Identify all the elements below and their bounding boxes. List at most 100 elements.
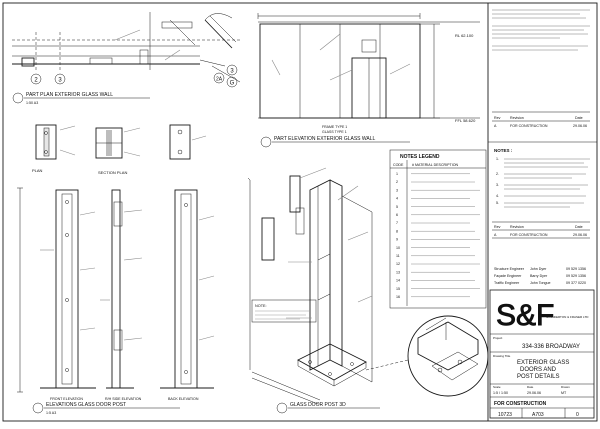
back-elevation-label: BACK ELEVATION bbox=[168, 397, 199, 401]
level-rl-top: RL 62.100 bbox=[455, 33, 474, 38]
legend-row: 6 bbox=[396, 213, 480, 217]
legend-code: 9 bbox=[396, 238, 398, 242]
svg-text:Date: Date bbox=[575, 225, 583, 229]
part-plan-view: 2 3 2A 3 G bbox=[12, 12, 241, 88]
frame-type-label: FRAME TYPE 1 bbox=[322, 125, 347, 129]
grid-bubble-2 bbox=[30, 73, 42, 85]
svg-text:# MATERIAL DESCRIPTION: # MATERIAL DESCRIPTION bbox=[412, 163, 459, 167]
part-elevation-view bbox=[257, 13, 480, 119]
legend-row: 3 bbox=[396, 188, 480, 192]
svg-text:Revision: Revision bbox=[510, 225, 524, 229]
svg-text:4.: 4. bbox=[496, 194, 499, 198]
front-elevation-label: FRONT ELEVATION bbox=[50, 397, 83, 401]
svg-text:STANDERTON & FRASER LTD: STANDERTON & FRASER LTD bbox=[546, 315, 589, 319]
legend-code: 14 bbox=[396, 279, 400, 283]
svg-text:PLAN: PLAN bbox=[32, 168, 43, 173]
svg-text:Structure Engineer: Structure Engineer bbox=[494, 267, 525, 271]
svg-text:Drawn: Drawn bbox=[561, 385, 570, 389]
revision-number: 0 bbox=[576, 412, 579, 418]
svg-text:SECTION PLAN: SECTION PLAN bbox=[98, 170, 127, 175]
drawn-value: MT bbox=[561, 391, 567, 395]
legend-code: 12 bbox=[396, 262, 400, 266]
svg-text:09 529 1356: 09 529 1356 bbox=[566, 267, 586, 271]
svg-text:Barry Dyer: Barry Dyer bbox=[530, 274, 548, 278]
svg-text:GLASS DOOR POST 3D: GLASS DOOR POST 3D bbox=[290, 402, 346, 408]
drawing-title-line-2: DOORS AND bbox=[520, 367, 557, 373]
revision-status-table: Rev Revision Date A FOR CONSTRUCTION 29.… bbox=[492, 221, 590, 239]
consultants-table: Structure Engineer John Dyer 09 529 1356… bbox=[494, 267, 586, 285]
legend-row: 11 bbox=[396, 254, 475, 258]
post-3d-view: NOTE: bbox=[247, 167, 489, 405]
legend-row: 14 bbox=[396, 279, 475, 283]
svg-text:PART ELEVATION EXTERIOR GLASS: PART ELEVATION EXTERIOR GLASS WALL bbox=[274, 136, 376, 142]
svg-text:Date: Date bbox=[575, 116, 583, 120]
legend-code: 2 bbox=[396, 180, 398, 184]
svg-text:Traffic Engineer: Traffic Engineer bbox=[494, 281, 520, 285]
svg-text:Date: Date bbox=[527, 385, 534, 389]
job-number: 10723 bbox=[498, 412, 512, 418]
legend-row: 10 bbox=[396, 246, 470, 250]
svg-text:3.: 3. bbox=[496, 183, 499, 187]
svg-text:2.: 2. bbox=[496, 172, 499, 176]
firm-logo: S&F STANDERTON & FRASER LTD bbox=[496, 299, 590, 333]
legend-code: 10 bbox=[396, 246, 400, 250]
legend-code: 6 bbox=[396, 213, 398, 217]
legend-code: 7 bbox=[396, 221, 398, 225]
elevations-title: ELEVATIONS GLASS DOOR POST 1:5 A3 bbox=[32, 402, 180, 415]
drawing-number: A703 bbox=[532, 412, 544, 418]
legend-code: 16 bbox=[396, 295, 400, 299]
post-3d-title: GLASS DOOR POST 3D bbox=[276, 402, 380, 414]
svg-text:John Tongue: John Tongue bbox=[530, 281, 551, 285]
general-notes-top bbox=[492, 9, 590, 51]
scale-value: 1:5 / 1:50 bbox=[493, 391, 508, 395]
legend-code: 11 bbox=[396, 254, 400, 258]
svg-text:09 529 1356: 09 529 1356 bbox=[566, 274, 586, 278]
drawing-title-line-3: POST DETAILS bbox=[517, 374, 559, 380]
notes-legend: NOTES LEGEND CODE # MATERIAL DESCRIPTION… bbox=[389, 149, 487, 309]
svg-text:3: 3 bbox=[58, 78, 62, 84]
legend-row: 4 bbox=[396, 197, 470, 201]
status-stamp: FOR CONSTRUCTION bbox=[494, 401, 547, 407]
level-ffl: FFL 58.620 bbox=[455, 118, 476, 123]
legend-row: 9 bbox=[396, 238, 480, 242]
legend-row: 13 bbox=[396, 270, 470, 274]
legend-code: 4 bbox=[396, 197, 398, 201]
svg-text:PART PLAN EXTERIOR GLASS WALL: PART PLAN EXTERIOR GLASS WALL bbox=[26, 92, 113, 98]
legend-row: 7 bbox=[396, 221, 470, 225]
svg-text:1:50 A3: 1:50 A3 bbox=[26, 101, 38, 105]
svg-text:09 377 0220: 09 377 0220 bbox=[566, 281, 586, 285]
svg-text:1:5 A3: 1:5 A3 bbox=[46, 411, 56, 415]
legend-row: 8 bbox=[396, 229, 475, 233]
glass-type-label: GLASS TYPE 1 bbox=[322, 130, 347, 134]
svg-text:A: A bbox=[494, 233, 497, 237]
legend-row: 12 bbox=[396, 262, 480, 266]
legend-row: 2 bbox=[396, 180, 475, 184]
revision-table: Rev Revision Date A FOR CONSTRUCTION 29.… bbox=[492, 111, 590, 128]
legend-row: 16 bbox=[396, 295, 470, 299]
svg-text:A: A bbox=[494, 124, 497, 128]
svg-text:2: 2 bbox=[34, 78, 38, 84]
drawing-title-line-1: EXTERIOR GLASS bbox=[517, 360, 569, 366]
legend-code: 5 bbox=[396, 205, 398, 209]
svg-text:NOTE:: NOTE: bbox=[255, 304, 267, 308]
svg-text:G: G bbox=[230, 81, 235, 87]
post-plan-details: PLAN SECTION PLAN bbox=[32, 124, 207, 175]
svg-text:2A: 2A bbox=[216, 77, 223, 83]
side-elevation-label: R/H SIDE ELEVATION bbox=[105, 397, 142, 401]
svg-text:3: 3 bbox=[230, 69, 234, 75]
svg-text:CODE: CODE bbox=[393, 163, 404, 167]
legend-code: 1 bbox=[396, 172, 398, 176]
grid-bubble-3 bbox=[54, 73, 66, 85]
svg-text:Façade Engineer: Façade Engineer bbox=[494, 274, 522, 278]
project-name: 334-336 BROADWAY bbox=[522, 344, 580, 350]
svg-text:NOTES LEGEND: NOTES LEGEND bbox=[400, 154, 440, 160]
legend-code: 3 bbox=[396, 188, 398, 192]
date-value: 29.06.06 bbox=[527, 391, 541, 395]
svg-text:29.06.06: 29.06.06 bbox=[573, 233, 587, 237]
svg-text:Rev: Rev bbox=[494, 116, 501, 120]
legend-row: 1 bbox=[396, 172, 470, 176]
svg-text:NOTES :: NOTES : bbox=[494, 148, 513, 153]
legend-code: 15 bbox=[396, 287, 400, 291]
